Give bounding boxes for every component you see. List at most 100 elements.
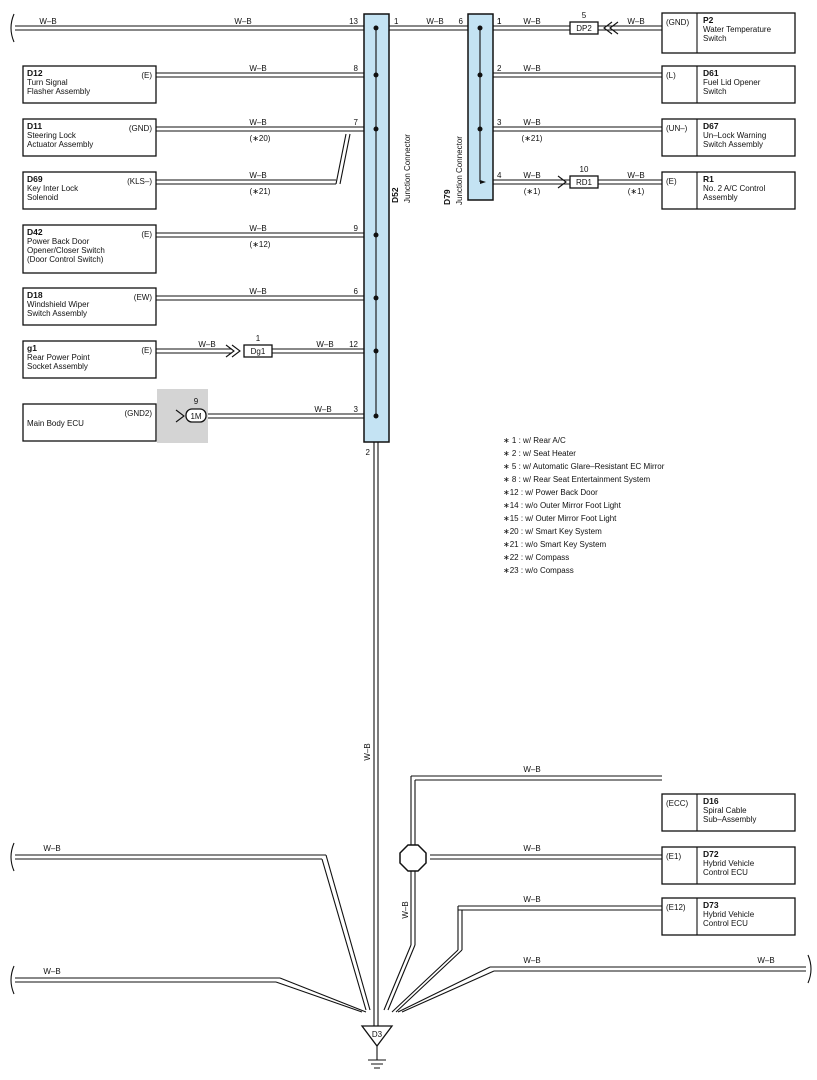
box-d69	[22, 171, 157, 210]
legend-item: ∗15 : w/ Outer Mirror Foot Light	[503, 514, 617, 523]
component-name: Switch	[703, 34, 727, 43]
pin-number: 4	[497, 171, 502, 180]
component-name: Socket Assembly	[27, 362, 88, 371]
splice-octagon	[399, 844, 427, 872]
terminal-label: (E)	[141, 71, 152, 80]
component-id: R1	[703, 174, 714, 184]
wire-color-label: W–B	[523, 118, 540, 127]
connector-1m-pin: 9	[194, 397, 199, 406]
wire-color-label: W–B	[43, 967, 60, 976]
wire-color-label: W–B	[198, 340, 215, 349]
wire-color-label: W–B	[426, 17, 443, 26]
component-name: (Door Control Switch)	[27, 255, 104, 264]
component-id: D18	[27, 290, 43, 300]
component-name: Hybrid Vehicle	[703, 910, 755, 919]
component-name: No. 2 A/C Control	[703, 184, 765, 193]
rd1-arrow-icon	[557, 175, 567, 189]
pin-number: 1	[394, 17, 399, 26]
component-name: Switch	[703, 87, 727, 96]
component-name: Key Inter Lock	[27, 184, 79, 193]
legend: ∗ 1 : w/ Rear A/C ∗ 2 : w/ Seat Heater ∗…	[503, 436, 665, 575]
pin-number: 3	[497, 118, 502, 127]
terminal-label: (GND)	[666, 18, 689, 27]
component-name: Steering Lock	[27, 131, 77, 140]
legend-item: ∗ 2 : w/ Seat Heater	[503, 449, 576, 458]
connector-dg1	[243, 344, 273, 358]
box-main-body-ecu	[22, 403, 157, 442]
component-name: Switch Assembly	[27, 309, 87, 318]
pin-number: 12	[349, 340, 358, 349]
component-name: Control ECU	[703, 868, 748, 877]
variant-note: (∗1)	[524, 187, 541, 196]
connector-1m-label: 1M	[190, 412, 201, 421]
component-name: Opener/Closer Switch	[27, 246, 105, 255]
variant-note: (∗20)	[250, 134, 271, 143]
wire-color-label: W–B	[523, 895, 540, 904]
variant-note: (∗21)	[250, 187, 271, 196]
terminal-label: (E1)	[666, 852, 681, 861]
ground-symbol	[368, 1010, 386, 1069]
connector-dp2	[569, 21, 599, 35]
ground-label: D3	[372, 1030, 383, 1039]
connector-dg1-label: Dg1	[251, 347, 266, 356]
component-id: D61	[703, 68, 719, 78]
component-name: Switch Assembly	[703, 140, 763, 149]
wire-color-label: W–B	[523, 17, 540, 26]
box-d12	[22, 65, 157, 104]
component-name: Fuel Lid Opener	[703, 78, 761, 87]
wire-color-label: W–B	[234, 17, 251, 26]
component-id: g1	[27, 343, 37, 353]
terminal-label: (E12)	[666, 903, 686, 912]
wire-color-label: W–B	[523, 956, 540, 965]
legend-item: ∗12 : w/ Power Back Door	[503, 488, 598, 497]
component-name: Sub–Assembly	[703, 815, 756, 824]
connector-dg1-pin: 1	[256, 334, 261, 343]
component-name: Solenoid	[27, 193, 58, 202]
wire-color-label: W–B	[316, 340, 333, 349]
box-d73	[661, 897, 796, 936]
wire-color-label: W–B	[249, 224, 266, 233]
pin-number: 8	[354, 64, 359, 73]
wire-color-label: W–B	[249, 171, 266, 180]
box-g1	[22, 340, 157, 379]
box-r1	[661, 171, 796, 210]
pin-number: 6	[354, 287, 359, 296]
component-id: P2	[703, 15, 714, 25]
pin-number: 9	[354, 224, 359, 233]
wires	[15, 25, 806, 1013]
pin-number: 3	[354, 405, 359, 414]
component-name: Spiral Cable	[703, 806, 747, 815]
terminal-label: (KLS–)	[127, 177, 152, 186]
terminal-label: (UN–)	[666, 124, 688, 133]
d79-id: D79	[442, 189, 452, 205]
legend-item: ∗ 8 : w/ Rear Seat Entertainment System	[503, 475, 651, 484]
connector-1m	[185, 408, 207, 423]
d52-name: Junction Connector	[403, 134, 412, 203]
wire-color-label: W–B	[249, 287, 266, 296]
connector-dp2-label: DP2	[576, 24, 592, 33]
component-name: Main Body ECU	[27, 419, 84, 428]
component-name: Turn Signal	[27, 78, 68, 87]
wire-color-label: W–B	[523, 64, 540, 73]
dp2-arrow-icon	[603, 21, 619, 35]
component-name: Hybrid Vehicle	[703, 859, 755, 868]
variant-note: (∗1)	[628, 187, 645, 196]
connector-rd1-pin: 10	[580, 165, 589, 174]
pin-number: 2	[497, 64, 502, 73]
terminal-label: (ECC)	[666, 799, 689, 808]
terminal-label: (E)	[666, 177, 677, 186]
component-name: Actuator Assembly	[27, 140, 93, 149]
dg1-arrow-icon	[225, 344, 241, 358]
box-d72	[661, 846, 796, 885]
connector-rd1-label: RD1	[576, 178, 593, 187]
legend-item: ∗20 : w/ Smart Key System	[503, 527, 602, 536]
box-d11	[22, 118, 157, 157]
ground-triangle	[360, 1025, 394, 1048]
1m-arrow-icon	[175, 409, 185, 423]
component-name: Flasher Assembly	[27, 87, 90, 96]
wire-break-marks	[10, 13, 812, 995]
pin-number: 13	[349, 17, 358, 26]
legend-item: ∗22 : w/ Compass	[503, 553, 569, 562]
pin-number: 1	[497, 17, 502, 26]
